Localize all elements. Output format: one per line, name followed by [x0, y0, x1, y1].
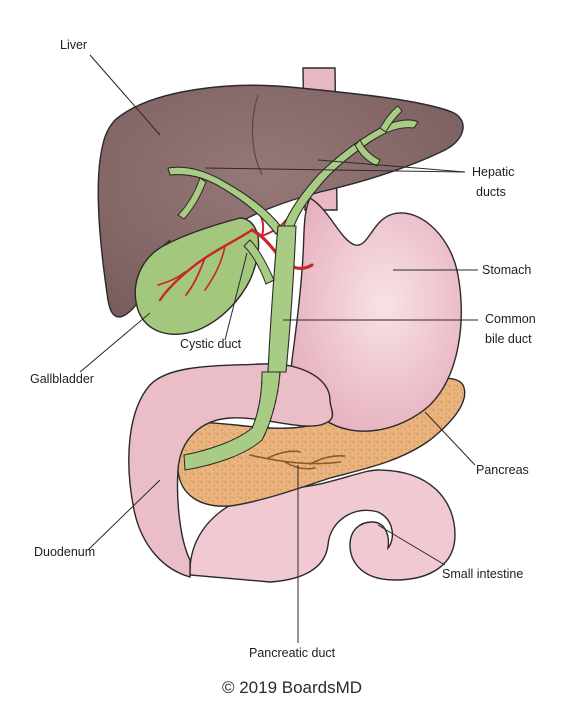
cystic-duct — [243, 239, 275, 285]
duct-hidden-segment — [251, 371, 281, 441]
bile-ducts — [167, 105, 419, 471]
hepatic-ducts — [283, 119, 419, 233]
copyright-credit: © 2019 BoardsMD — [222, 678, 362, 697]
label-small-intestine: Small intestine — [442, 567, 523, 581]
label-liver: Liver — [60, 38, 87, 52]
pancreatic-duct — [249, 450, 346, 470]
label-pancreas: Pancreas — [476, 463, 529, 477]
label-gallbladder: Gallbladder — [30, 372, 94, 386]
stomach — [290, 197, 462, 432]
label-common-bile-duct-line1: Common — [485, 312, 536, 326]
label-pancreatic-duct: Pancreatic duct — [249, 646, 336, 660]
label-stomach: Stomach — [482, 263, 531, 277]
duodenum — [128, 363, 334, 578]
leader-lines — [79, 54, 478, 643]
label-cystic-duct: Cystic duct — [180, 337, 242, 351]
label-duodenum: Duodenum — [34, 545, 95, 559]
liver-lobe-divider — [251, 94, 263, 176]
label-hepatic-ducts-line2: ducts — [476, 185, 506, 199]
common-bile-duct — [267, 225, 297, 373]
label-common-bile-duct-line2: bile duct — [485, 332, 532, 346]
label-hepatic-ducts-line1: Hepatic — [472, 165, 514, 179]
